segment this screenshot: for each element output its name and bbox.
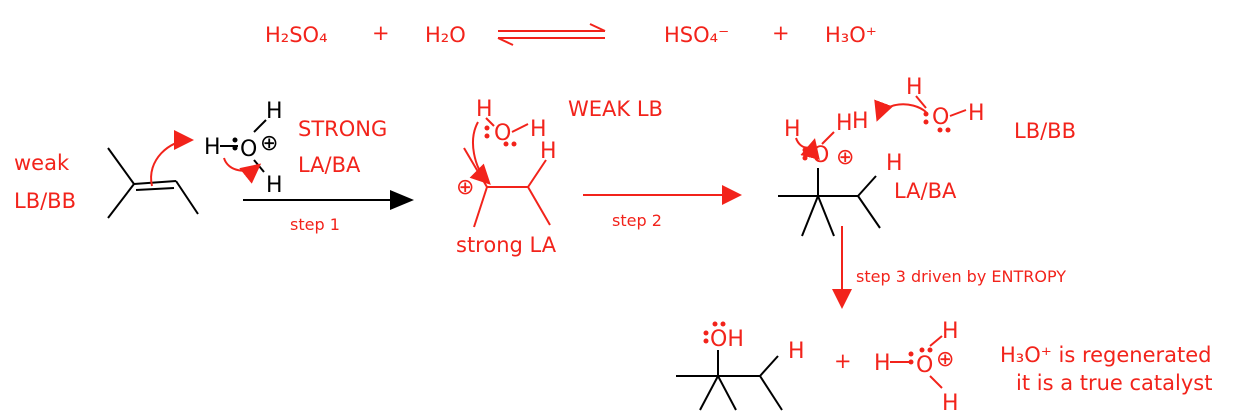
sulfuric-acid: H₂SO₄ [265,23,328,47]
h-atom: H [266,99,283,124]
h-atom: H [906,75,923,100]
alkene-structure [107,147,199,219]
water-weak-lb: H O H [476,97,547,147]
carbocation-structure [463,147,551,228]
catalyst-note: it is a true catalyst [1016,371,1212,395]
curved-arrow-icon [469,121,491,185]
plus-charge-icon: ⊕ [456,175,474,200]
plus-sign: + [834,349,852,373]
h-atom: H [886,151,903,176]
hydronium: H₃O⁺ [825,23,877,47]
h-atom: H [266,173,283,198]
plus-charge-icon: ⊕ [836,145,854,170]
la-ba-label: LA/BA [298,153,361,177]
plus-sign: + [372,21,390,45]
h-atom: H [204,135,221,160]
alkyl-backbone [778,175,881,237]
h-atom: H [942,391,959,416]
o-atom: O [932,105,949,130]
h-atom: H [530,117,547,142]
h-atom: H [788,339,805,364]
la-ba-label: LA/BA [894,179,957,203]
weak-lb-label: WEAK LB [568,97,663,121]
strong-la-label: strong LA [456,233,557,257]
h-atom: H [540,139,557,164]
alcohol-product: OH [703,321,744,376]
o-atom: O [240,137,257,162]
plus-sign: + [772,21,790,45]
lb-bb-label: LB/BB [1014,119,1076,143]
plus-charge-icon: ⊕ [260,131,278,156]
curved-arrow-icon [150,130,194,187]
product-backbone [676,355,783,411]
step2-label: step 2 [612,211,662,230]
o-atom: O [812,143,829,168]
h-atom: H [784,117,801,142]
regenerated-hydronium: H O ⊕ H H [874,319,959,416]
oh-group: OH [710,327,744,352]
equilibrium-arrows-icon [497,23,606,46]
h-atom: H [476,97,493,122]
o-atom: O [916,353,933,378]
oxonium-structure: H O ⊕ H [784,111,854,196]
weak-label: weak [14,151,70,175]
bisulfate: HSO₄⁻ [664,23,729,47]
regenerated-note: H₃O⁺ is regenerated [1000,343,1212,367]
h-atom: H [968,101,985,126]
water: H₂O [425,23,466,47]
h-atom: H [874,351,891,376]
step3-label: step 3 driven by ENTROPY [856,267,1066,286]
acid-equilibrium-equation: H₂SO₄ + H₂O HSO₄⁻ + H₃O⁺ [265,21,877,47]
h-atom: H [852,109,869,134]
curved-arrow-icon [223,157,262,184]
curved-arrow-icon [874,99,927,122]
hydronium-structure: H O ⊕ H H [204,99,283,198]
h-atom: H [942,319,959,344]
plus-charge-icon: ⊕ [936,347,954,372]
lb-bb-label: LB/BB [14,189,76,213]
step1-label: step 1 [290,215,340,234]
water-lb-bb: H O H [906,75,985,133]
strong-label: STRONG [298,117,387,141]
o-atom: O [494,121,511,146]
h-atom: H [836,111,853,136]
